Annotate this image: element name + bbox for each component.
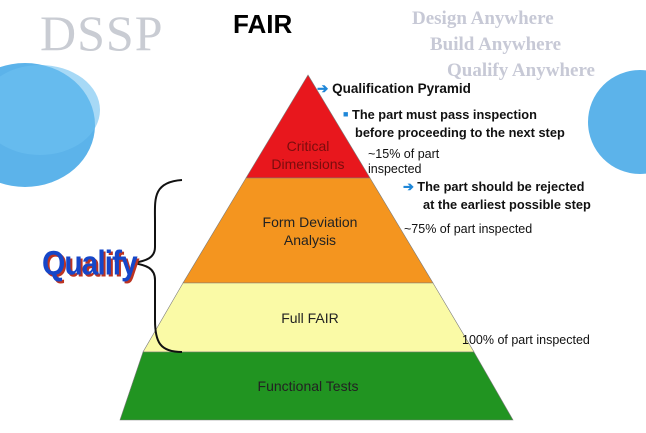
right-blue-blob [588, 70, 646, 174]
sub-line-2: at the earliest possible step [423, 197, 591, 212]
pct-critical-line1: ~15% of part [368, 147, 440, 161]
bullet-line-2: before proceeding to the next step [355, 125, 565, 140]
arrow-right-icon: ➔ [403, 179, 414, 194]
tier-label-full-fair: Full FAIR [230, 309, 390, 327]
tier-label-form-deviation: Form Deviation Analysis [230, 213, 390, 249]
bullet-line-1: The part must pass inspection [352, 107, 537, 122]
sub-line-1: The part should be rejected [417, 179, 585, 194]
qualify-bracket [132, 179, 183, 353]
pyramid-heading: Qualification Pyramid [332, 81, 471, 96]
tier-label-line: Form Deviation [262, 214, 358, 230]
dssp-logo: DSSP [40, 5, 164, 61]
tier-label-line: Critical [286, 138, 330, 154]
arrow-right-icon: ➔ [317, 81, 329, 96]
qualify-label: Qualify [42, 244, 138, 283]
tier-label-line: Full FAIR [281, 310, 339, 326]
pct-form: ~75% of part inspected [404, 222, 533, 236]
tier-label-critical: Critical Dimensions [258, 137, 358, 173]
square-bullet-icon: ■ [343, 109, 349, 119]
tagline-build: Build Anywhere [430, 34, 562, 55]
left-blue-blob-highlight [0, 65, 100, 155]
pct-critical-line2: inspected [368, 162, 422, 176]
tier-label-line: Analysis [283, 232, 337, 248]
tier-label-functional-tests: Functional Tests [218, 377, 398, 395]
pct-critical: ~15% of part inspected [368, 147, 439, 177]
tagline-qualify: Qualify Anywhere [447, 60, 595, 81]
heading-row: ➔ Qualification Pyramid [317, 81, 471, 97]
tier-label-line: Functional Tests [257, 378, 359, 394]
pct-full: 100% of part inspected [462, 333, 590, 347]
sub-bullet-block: ➔ The part should be rejected at the ear… [403, 178, 591, 214]
tagline-design: Design Anywhere [412, 8, 554, 29]
pyramid-tier-functional-tests [119, 351, 514, 421]
page-title: FAIR [233, 9, 293, 39]
bullet-block: ■ The part must pass inspection before p… [343, 105, 565, 142]
tier-label-line: Dimensions [271, 156, 345, 172]
